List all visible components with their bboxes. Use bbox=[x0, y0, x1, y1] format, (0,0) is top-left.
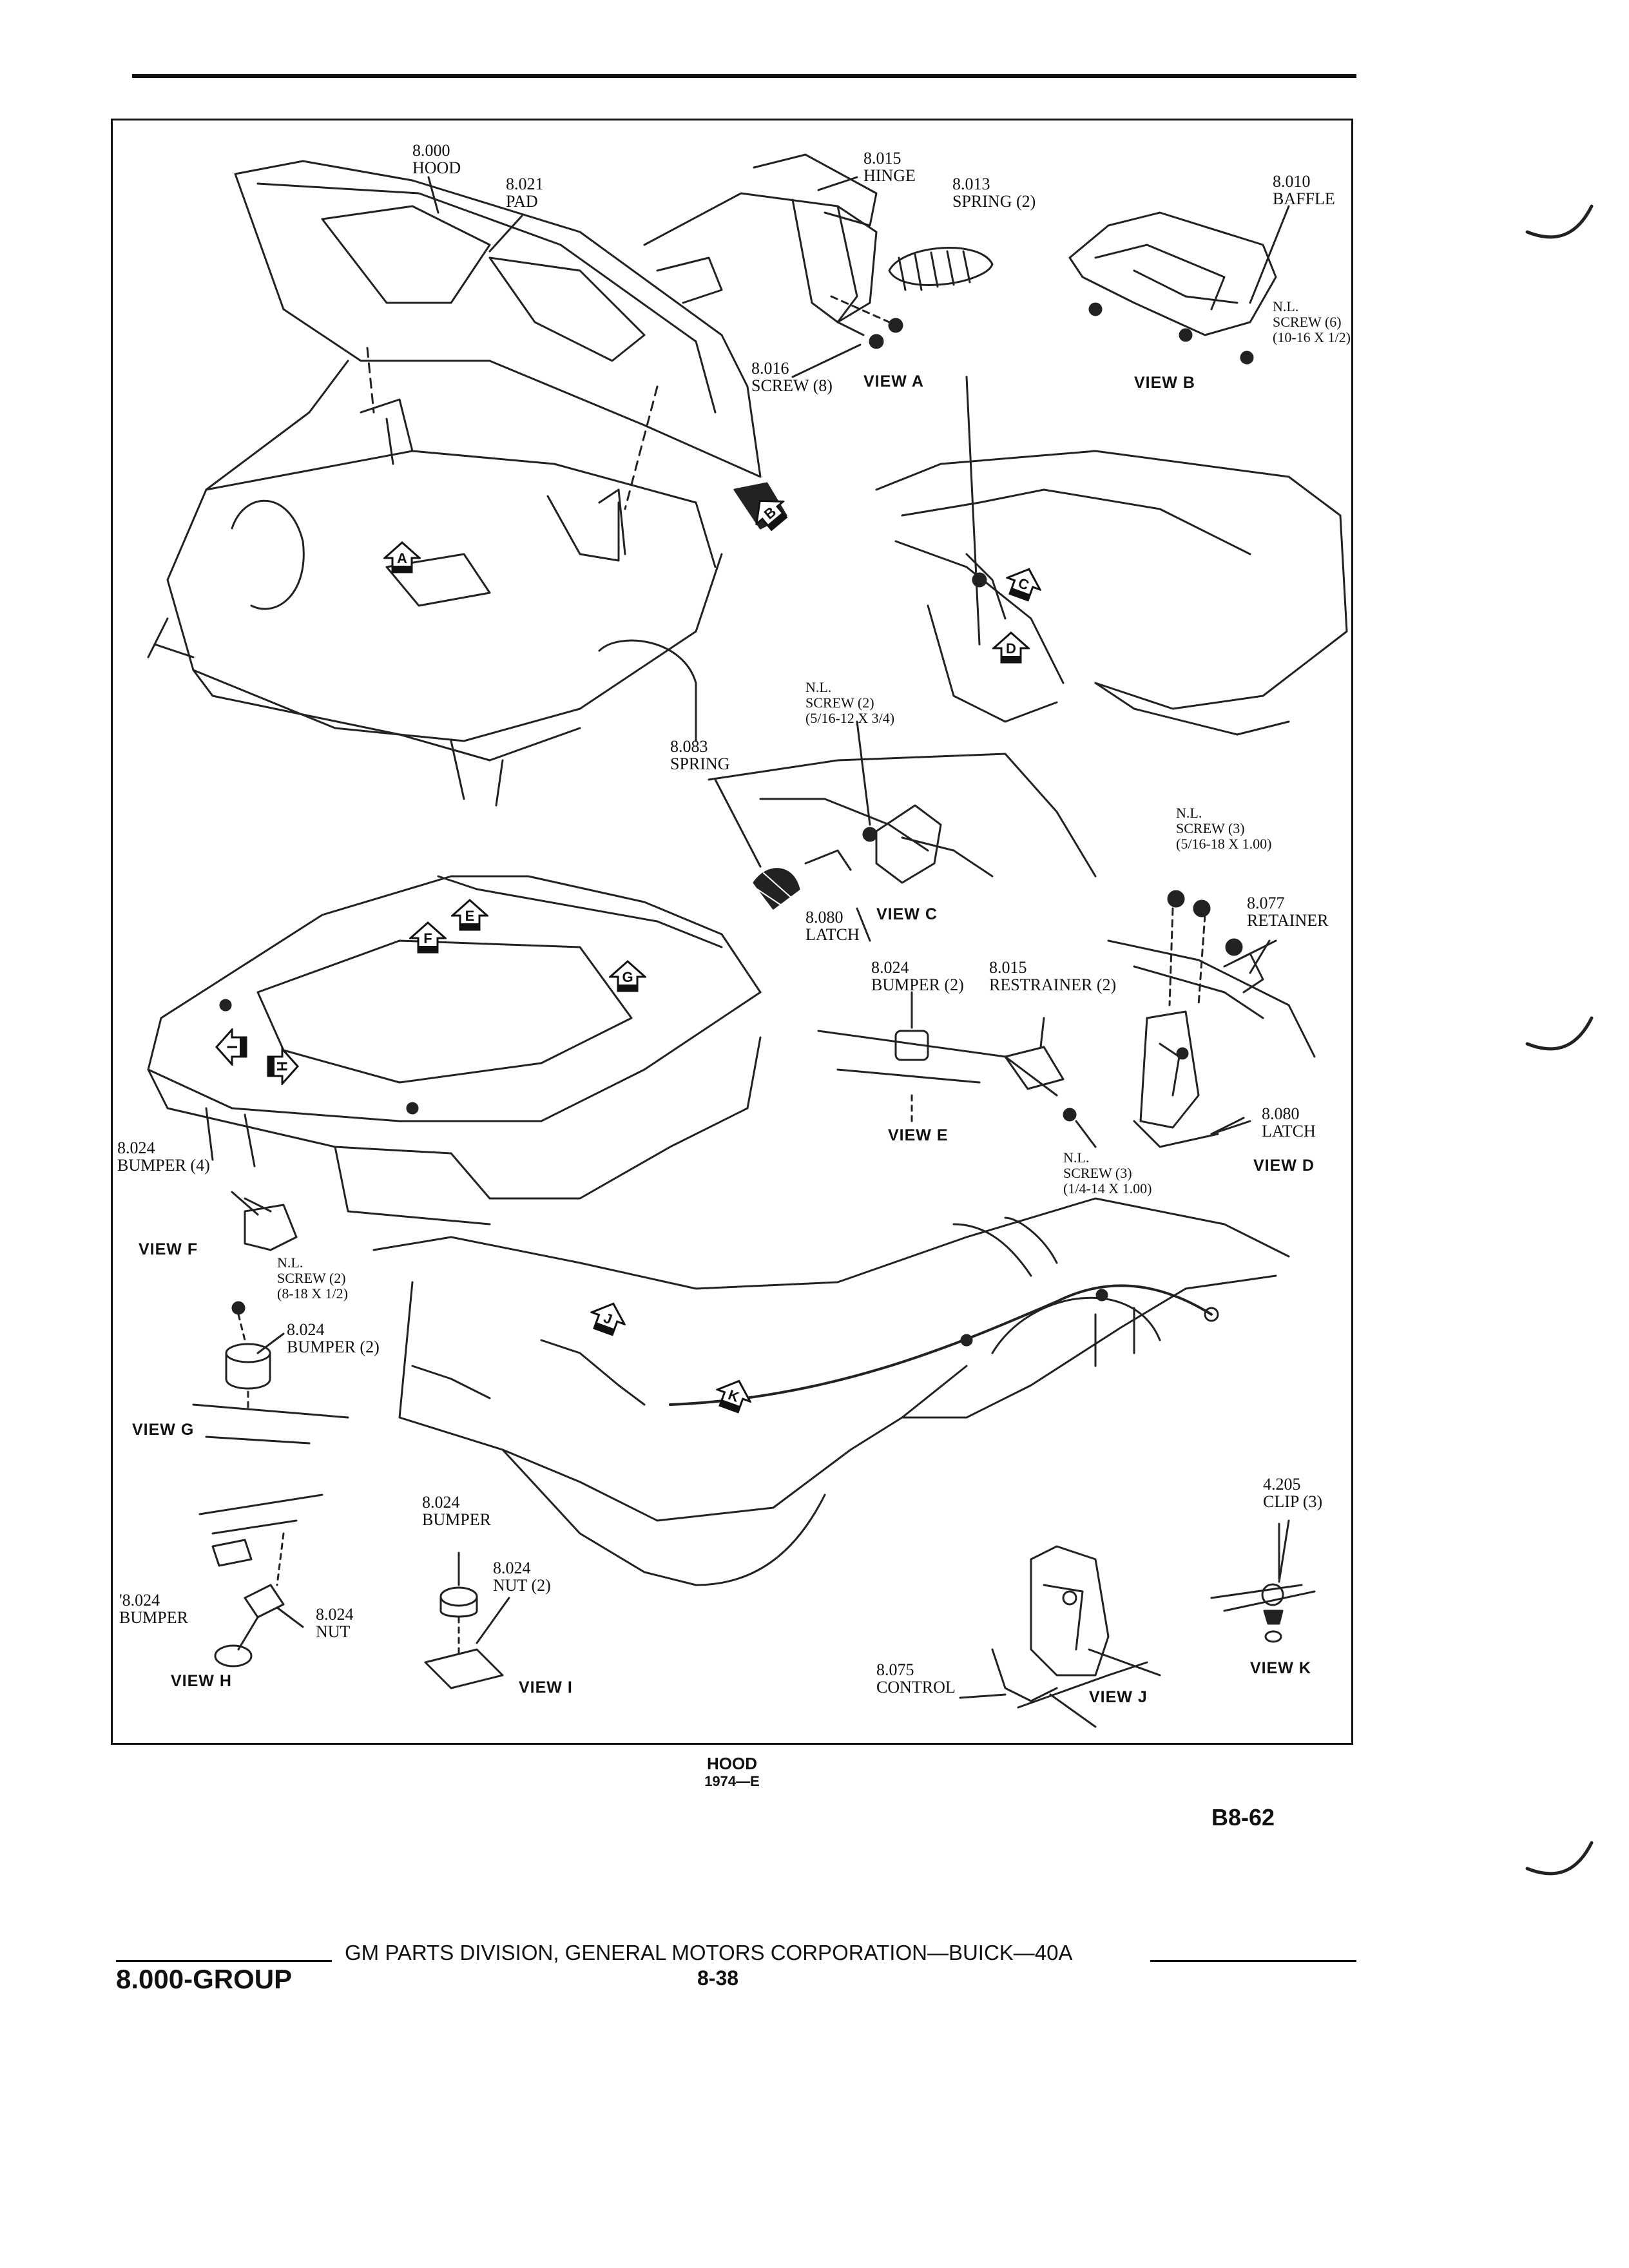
view-e-bumper-drawing bbox=[817, 991, 1097, 1148]
callout-tag-letter: H bbox=[274, 1061, 290, 1072]
callout-tag-letter: I bbox=[224, 1044, 240, 1050]
label-latch-c: 8.080 LATCH bbox=[805, 908, 860, 944]
view-c-title: VIEW C bbox=[876, 905, 938, 923]
hood-corner-detail-drawing bbox=[875, 450, 1348, 736]
label-control: 8.075 CONTROL bbox=[876, 1660, 956, 1696]
label-screw-g: N.L. SCREW (2) (8-18 x 1/2) bbox=[277, 1254, 348, 1302]
view-h-i-bumper-drawing bbox=[198, 1494, 510, 1689]
figure-subtitle: 1974—E bbox=[704, 1773, 760, 1789]
callout-tag-letter: E bbox=[465, 908, 475, 924]
callout-tag-i: I bbox=[215, 1027, 247, 1067]
top-rule bbox=[132, 74, 1356, 78]
view-k-title: VIEW K bbox=[1250, 1659, 1311, 1677]
figure-code: B8-62 bbox=[1211, 1804, 1275, 1831]
label-screw-a: 8.016 SCREW (8) bbox=[751, 359, 833, 395]
callout-tag-f: F bbox=[408, 921, 448, 954]
view-h-title: VIEW H bbox=[171, 1672, 232, 1690]
label-spring-a: 8.013 SPRING (2) bbox=[952, 175, 1036, 211]
label-baffle: 8.010 BAFFLE bbox=[1273, 172, 1335, 208]
label-bumper-f: 8.024 BUMPER (4) bbox=[117, 1139, 210, 1175]
callout-tag-d: D bbox=[991, 631, 1031, 664]
label-bumper-e: 8.024 BUMPER (2) bbox=[871, 958, 964, 994]
view-j-control-drawing bbox=[991, 1545, 1161, 1728]
view-g-title: VIEW G bbox=[132, 1421, 195, 1439]
view-f-title: VIEW F bbox=[139, 1240, 198, 1258]
callout-tag-b: B bbox=[745, 488, 795, 537]
view-b-title: VIEW B bbox=[1134, 374, 1195, 392]
label-hood: 8.000 HOOD bbox=[412, 141, 461, 177]
callout-tag-letter: G bbox=[622, 969, 633, 985]
label-screw-b: N.L. SCREW (6) (10-16 x 1/2) bbox=[1273, 298, 1351, 345]
label-nut-i: 8.024 NUT (2) bbox=[493, 1559, 551, 1595]
callout-tag-c: C bbox=[1001, 562, 1047, 605]
footer-page: 8-38 bbox=[697, 1966, 739, 1990]
figure-title: HOOD bbox=[707, 1754, 757, 1773]
callout-tag-h: H bbox=[267, 1046, 300, 1086]
callout-tag-letter: D bbox=[1006, 640, 1016, 657]
label-retainer: 8.077 RETAINER bbox=[1247, 894, 1329, 930]
view-a-title: VIEW A bbox=[863, 372, 924, 390]
callout-tag-a: A bbox=[382, 541, 422, 573]
view-i-title: VIEW I bbox=[519, 1678, 573, 1696]
label-bumper-g: 8.024 BUMPER (2) bbox=[287, 1320, 380, 1356]
label-pad: 8.021 PAD bbox=[506, 175, 544, 211]
label-screw-d: N.L. SCREW (3) (5/16-18 x 1.00) bbox=[1176, 805, 1272, 852]
diagram-frame bbox=[111, 119, 1353, 1745]
view-c-latch-drawing bbox=[708, 720, 1097, 910]
label-nut-h: 8.024 NUT bbox=[316, 1605, 354, 1641]
callout-tag-k: K bbox=[711, 1374, 757, 1417]
label-spring-c: 8.083 SPRING bbox=[670, 737, 730, 773]
view-d-title: VIEW D bbox=[1253, 1157, 1315, 1175]
label-screw-c: N.L. SCREW (2) (5/16-12 x 3/4) bbox=[805, 679, 895, 726]
callout-tag-e: E bbox=[450, 898, 490, 931]
view-j-title: VIEW J bbox=[1089, 1688, 1148, 1706]
callout-tag-letter: A bbox=[397, 550, 407, 566]
leader-lines bbox=[231, 176, 1280, 1699]
label-bumper-i: 8.024 BUMPER bbox=[422, 1493, 491, 1529]
view-f-g-bumper-drawing bbox=[192, 1197, 349, 1445]
label-screw-e: N.L. SCREW (3) (1/4-14 x 1.00) bbox=[1063, 1149, 1152, 1196]
footer-rule-left bbox=[116, 1960, 332, 1962]
margin-hook-bottom bbox=[1525, 1841, 1594, 1876]
footer-rule-right bbox=[1150, 1960, 1356, 1962]
callout-tag-j: J bbox=[585, 1296, 631, 1340]
margin-hook-middle bbox=[1525, 1016, 1594, 1051]
view-k-clip-drawing bbox=[1210, 1519, 1316, 1643]
view-a-hinge-drawing bbox=[643, 153, 994, 349]
closed-hood-car-drawing bbox=[147, 875, 762, 1225]
view-d-latch-drawing bbox=[1107, 890, 1316, 1148]
label-restrainer: 8.015 RESTRAINER (2) bbox=[989, 958, 1117, 994]
label-clip: 4.205 CLIP (3) bbox=[1263, 1475, 1323, 1511]
raised-hood-car-drawing bbox=[147, 160, 787, 807]
view-b-baffle-drawing bbox=[1068, 205, 1290, 365]
callout-tag-letter: F bbox=[423, 930, 432, 947]
label-bumper-h: '8.024 BUMPER bbox=[119, 1591, 188, 1627]
callout-tag-g: G bbox=[608, 959, 648, 992]
footer-publisher: GM PARTS DIVISION, GENERAL MOTORS CORPOR… bbox=[345, 1941, 1073, 1965]
label-hinge: 8.015 HINGE bbox=[863, 149, 916, 185]
footer-group: 8.000-GROUP bbox=[116, 1964, 293, 1994]
label-latch-d: 8.080 LATCH bbox=[1262, 1104, 1316, 1140]
margin-hook-top bbox=[1525, 204, 1594, 239]
lower-car-cable-drawing bbox=[372, 1197, 1290, 1586]
view-e-title: VIEW E bbox=[888, 1126, 949, 1144]
